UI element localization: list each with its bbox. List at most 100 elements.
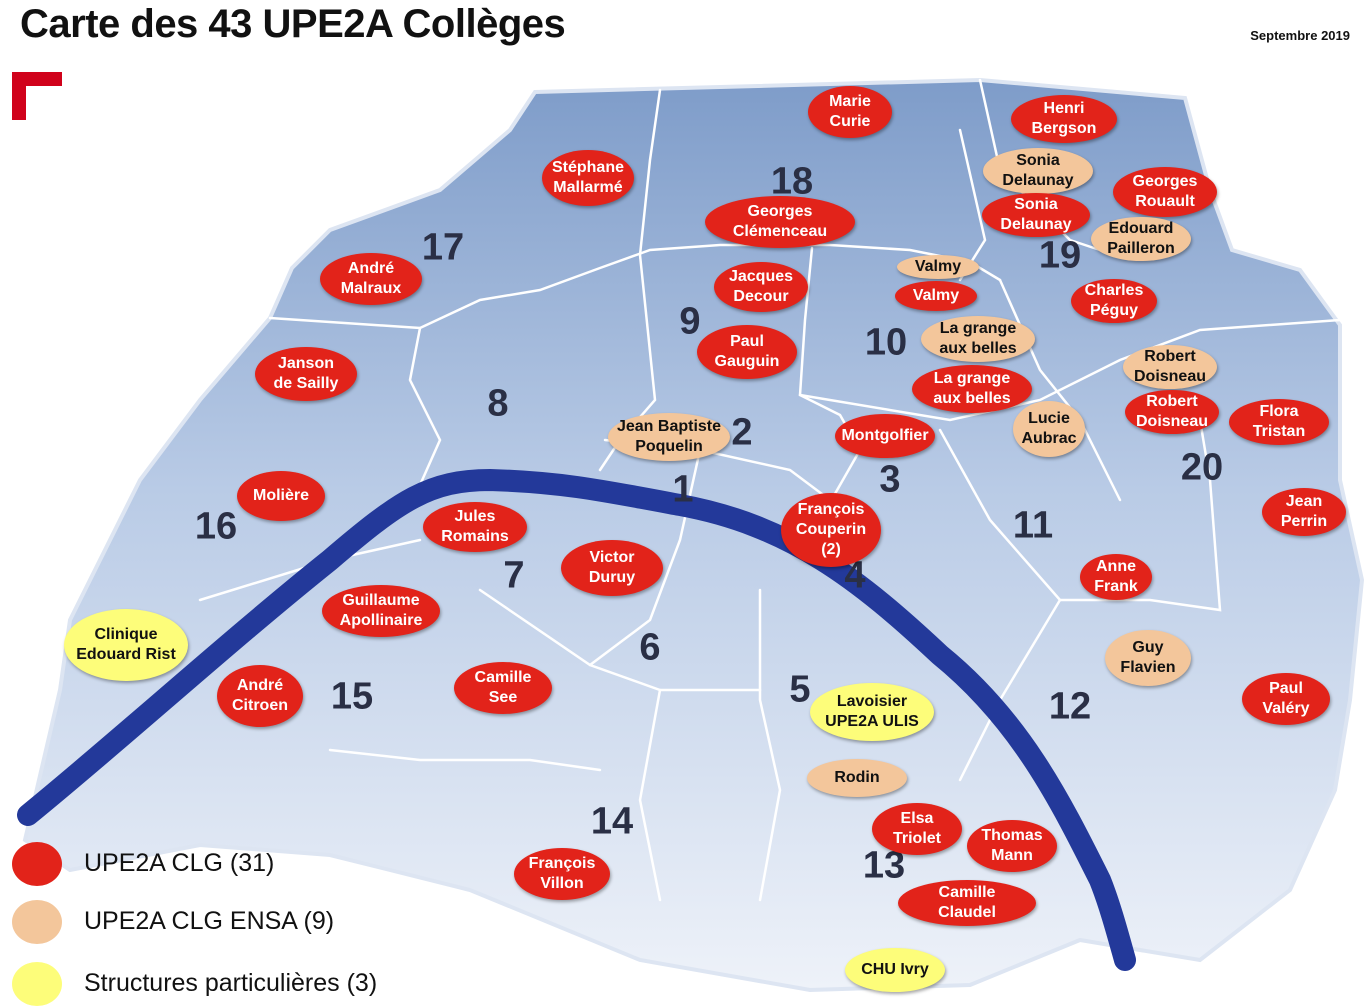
legend-dot-yellow	[12, 962, 62, 1006]
college-robert-doisneau-ensa: Robert Doisneau	[1123, 345, 1217, 389]
arrondissement-2: 2	[731, 411, 753, 454]
college-victor-duruy: Victor Duruy	[561, 540, 663, 596]
college-label: Stéphane Mallarmé	[551, 159, 624, 196]
college-label: Guy Flavien	[1120, 639, 1176, 676]
college-charles-peguy: Charles Péguy	[1071, 279, 1157, 323]
arrondissement-18: 18	[770, 160, 814, 203]
college-la-grange-ensa: La grange aux belles	[921, 316, 1035, 362]
college-label: Guillaume Apollinaire	[339, 592, 423, 629]
college-jean-perrin: Jean Perrin	[1262, 488, 1346, 536]
college-francois-couperin: François Couperin (2)	[781, 493, 881, 567]
college-jacques-decour: Jacques Decour	[714, 262, 808, 312]
college-janson-de-sailly: Janson de Sailly	[255, 347, 357, 401]
college-label: Lavoisier UPE2A ULIS	[825, 693, 919, 730]
arrondissement-10: 10	[864, 321, 908, 364]
college-andre-malraux: André Malraux	[320, 253, 422, 305]
college-label: Georges Rouault	[1132, 173, 1198, 210]
college-label: Flora Tristan	[1252, 403, 1306, 440]
college-paul-gauguin: Paul Gauguin	[697, 325, 797, 379]
arrondissement-16: 16	[194, 505, 238, 548]
college-guy-flavien: Guy Flavien	[1105, 630, 1191, 686]
college-label: Elsa Triolet	[892, 810, 941, 847]
college-sonia-delaunay-ensa: Sonia Delaunay	[983, 148, 1093, 194]
arrondissement-20: 20	[1180, 446, 1224, 489]
arrondissement-7: 7	[503, 554, 525, 597]
arrondissement-9: 9	[679, 300, 701, 343]
college-lavoisier: Lavoisier UPE2A ULIS	[810, 683, 934, 741]
arrondissement-8: 8	[487, 382, 509, 425]
college-label: Jules Romains	[441, 508, 509, 545]
college-georges-clemenceau: Georges Clémenceau	[705, 196, 855, 248]
college-edouard-pailleron: Edouard Pailleron	[1091, 217, 1191, 261]
arrondissement-3: 3	[879, 458, 901, 501]
seine-river	[17, 468, 1136, 971]
arrondissement-12: 12	[1048, 685, 1092, 728]
college-andre-citroen: André Citroen	[217, 665, 303, 727]
college-label: Jean Baptiste Poquelin	[616, 418, 722, 455]
college-flora-tristan: Flora Tristan	[1229, 399, 1329, 445]
college-label: Valmy	[912, 287, 960, 304]
college-sonia-delaunay: Sonia Delaunay	[982, 193, 1090, 237]
college-label: André Malraux	[340, 260, 402, 297]
college-label: Lucie Aubrac	[1021, 410, 1077, 447]
college-chu-ivry: CHU Ivry	[845, 948, 945, 992]
college-label: Victor Duruy	[588, 549, 636, 586]
arrondissement-1: 1	[672, 468, 694, 511]
map-date: Septembre 2019	[1250, 28, 1350, 43]
college-label: Camille See	[474, 669, 532, 706]
college-paul-valery: Paul Valéry	[1242, 673, 1330, 725]
college-label: François Couperin (2)	[795, 501, 867, 558]
college-label: Paul Gauguin	[714, 333, 780, 370]
college-label: Sonia Delaunay	[1000, 196, 1072, 233]
college-label: Marie Curie	[829, 93, 871, 130]
college-label: La grange aux belles	[933, 370, 1011, 407]
college-valmy: Valmy	[895, 281, 977, 311]
college-jean-baptiste-poquelin: Jean Baptiste Poquelin	[608, 413, 730, 461]
college-label: CHU Ivry	[861, 961, 929, 978]
arrondissement-4: 4	[844, 554, 866, 597]
college-label: Edouard Pailleron	[1107, 220, 1175, 257]
college-label: François Villon	[528, 855, 596, 892]
college-label: Thomas Mann	[981, 827, 1043, 864]
college-label: Valmy	[914, 258, 962, 275]
college-camille-claudel: Camille Claudel	[898, 880, 1036, 926]
college-label: Georges Clémenceau	[732, 203, 828, 240]
college-label: Robert Doisneau	[1135, 393, 1208, 430]
arrondissement-17: 17	[421, 226, 465, 269]
college-label: Jacques Decour	[728, 268, 794, 305]
college-label: Jean Perrin	[1280, 493, 1328, 530]
college-label: Rodin	[834, 769, 880, 786]
arrondissement-15: 15	[330, 675, 374, 718]
college-anne-frank: Anne Frank	[1080, 554, 1152, 600]
college-robert-doisneau: Robert Doisneau	[1125, 390, 1219, 434]
arrondissement-19: 19	[1038, 234, 1082, 277]
legend-label-yellow: Structures particulières (3)	[84, 969, 378, 997]
arrondissement-5: 5	[789, 668, 811, 711]
college-lucie-aubrac: Lucie Aubrac	[1013, 401, 1085, 457]
college-label: Robert Doisneau	[1133, 348, 1206, 385]
college-guillaume-apollinaire: Guillaume Apollinaire	[322, 585, 440, 637]
legend-dot-beige	[12, 900, 62, 944]
page-title: Carte des 43 UPE2A Collèges	[20, 2, 566, 46]
legend-label-beige: UPE2A CLG ENSA (9)	[84, 907, 335, 935]
legend-label-red: UPE2A CLG (31)	[84, 849, 275, 877]
college-montgolfier: Montgolfier	[835, 414, 935, 458]
college-marie-curie: Marie Curie	[808, 86, 892, 138]
college-henri-bergson: Henri Bergson	[1011, 95, 1117, 143]
college-rodin: Rodin	[807, 759, 907, 797]
brand-logo-icon	[12, 72, 62, 120]
college-francois-villon: François Villon	[514, 848, 610, 900]
college-label: Camille Claudel	[938, 884, 996, 921]
college-la-grange: La grange aux belles	[912, 365, 1032, 413]
college-clinique-edouard-rist: Clinique Edouard Rist	[64, 609, 188, 681]
college-label: André Citroen	[232, 677, 288, 714]
college-label: Molière	[252, 487, 309, 504]
college-label: Janson de Sailly	[273, 355, 339, 392]
college-thomas-mann: Thomas Mann	[967, 820, 1057, 872]
college-georges-rouault: Georges Rouault	[1113, 167, 1217, 217]
college-label: Anne Frank	[1094, 558, 1138, 595]
college-label: Charles Péguy	[1084, 282, 1144, 319]
college-stephane-mallarme: Stéphane Mallarmé	[542, 150, 634, 206]
college-elsa-triolet: Elsa Triolet	[872, 803, 962, 855]
